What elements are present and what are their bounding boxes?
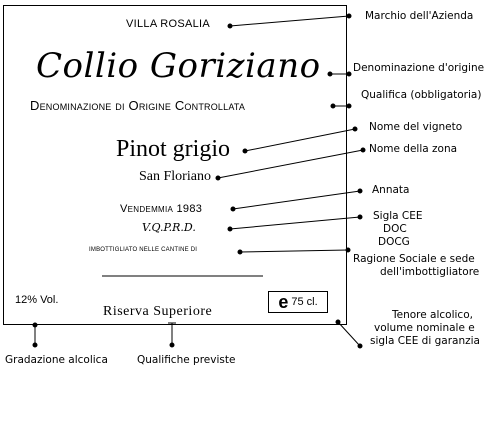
annotation-tenore-1: Tenore alcolico, [392,309,473,321]
annotation-sigla-cee: Sigla CEE [373,210,423,222]
annotation-docg: DOCG [378,236,410,248]
reserve-text: Riserva Superiore [103,304,213,319]
e-mark-symbol: e [278,292,289,312]
bottler-text: IMBOTTIGLIATO NELLE CANTINE DI [89,247,198,253]
annotation-marchio: Marchio dell'Azienda [365,10,474,22]
annotation-qualifica: Qualifica (obbligatoria) [361,89,482,101]
volume-text: 75 cl. [291,296,318,308]
alcohol-text: 12% Vol. [15,294,59,306]
annotation-denominazione: Denominazione d'origine [353,62,485,74]
annotation-ragione-1: Ragione Sociale e sede [353,253,475,265]
brand-name: VILLA ROSALIA [126,18,210,30]
zone-name: San Floriano [139,169,211,184]
annotation-zona: Nome della zona [369,143,458,155]
annotation-tenore-2: volume nominale e [374,322,475,334]
annotation-doc: DOC [383,223,407,235]
volume-box: e 75 cl. [268,291,328,313]
leader-tenore [337,321,361,347]
qualification-text: Denominazione di Origine Controllata [30,98,246,113]
annotation-tenore-3: sigla CEE di garanzia [370,335,480,347]
annotation-ragione-2: dell'imbottigliatore [380,266,480,278]
annotation-vigneto: Nome del vigneto [369,121,463,133]
vintage-text: Vendemmia 1983 [120,203,203,215]
annotation-gradazione: Gradazione alcolica [5,354,108,366]
vineyard-name: Pinot grigio [116,136,231,162]
annotation-annata: Annata [372,184,410,196]
annotation-qualifiche: Qualifiche previste [137,354,236,366]
eec-mark-text: V.Q.P.R.D. [142,221,196,234]
denomination-title: Collio Goriziano [36,46,321,86]
